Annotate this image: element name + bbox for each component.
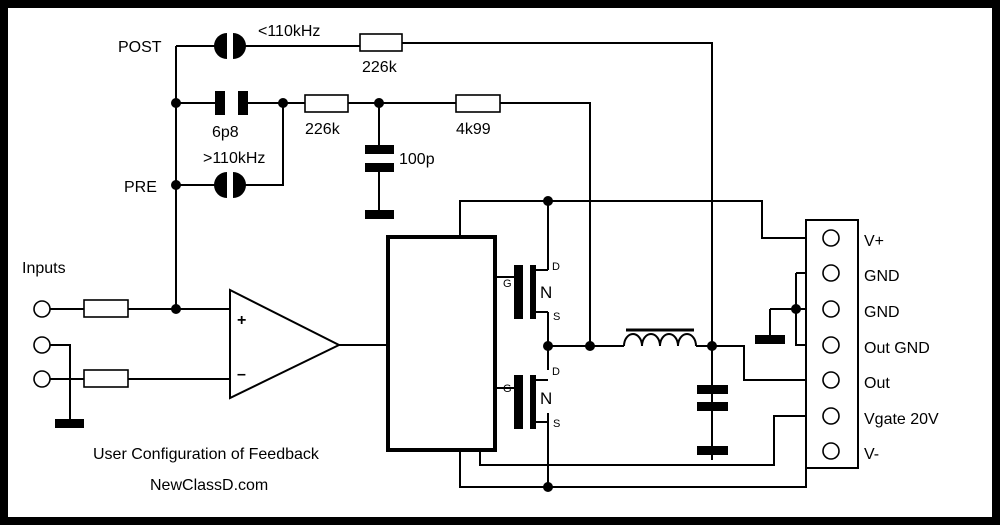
mosfet-bottom-drain-label: D [552,366,560,378]
ground-inputs [55,419,84,428]
ground-output-cap [697,446,728,455]
label-pre: PRE [124,179,157,196]
website: NewClassD.com [150,477,268,494]
connector-pins [822,229,840,460]
resistor-input-plus [83,299,129,318]
opamp-minus-sign: – [237,366,246,383]
mosfet-top-type-label: N [540,283,552,302]
resistor-input-minus [83,369,129,388]
output-connector [805,219,859,469]
input-wires [50,308,388,423]
connector-pin-v-minus [822,442,840,460]
ground-100p [365,210,394,219]
mosfet-top-drain-label: D [552,261,560,273]
label-cap-pre-value: 6p8 [212,124,239,141]
opamp-triangle [229,288,342,400]
input-terminal-2 [33,336,51,354]
connector-label-gnd-1: GND [864,268,900,285]
capacitor-post [214,33,246,59]
mosfet-bottom-type-label: N [540,389,552,408]
controller-block [386,235,497,452]
mosfet-top [495,265,548,319]
connector-label-out-gnd: Out GND [864,340,930,357]
input-terminal-1 [33,300,51,318]
opamp-plus-sign: + [237,312,246,329]
resistor-post-226k [359,33,403,52]
capacitor-pre [214,172,246,198]
capacitor-6p8 [215,91,248,115]
capacitor-100p [365,145,394,172]
label-r-pre: 226k [305,121,341,138]
mosfet-top-source-label: S [553,311,560,323]
connector-pin-gnd-2 [822,300,840,318]
feedback-wires [175,42,713,460]
resistor-4k99 [455,94,501,113]
connector-label-vgate: Vgate 20V [864,411,939,428]
connector-label-gnd-2: GND [864,304,900,321]
mosfet-bottom [495,375,548,429]
mosfet-bottom-gate-label: G [503,383,512,395]
inductor [623,333,697,347]
connector-label-v-minus: V- [864,446,879,463]
resistor-pre-226k [304,94,349,113]
capacitor-output [697,385,728,448]
ground-connector [755,335,785,344]
input-terminal-3 [33,370,51,388]
connector-label-out: Out [864,375,890,392]
connector-pin-out [822,371,840,389]
label-inputs: Inputs [22,260,66,277]
junction-dots [171,98,801,492]
connector-pin-gnd-1 [822,264,840,282]
mosfet-bottom-source-label: S [553,418,560,430]
mosfet-top-gate-label: G [503,278,512,290]
label-cap-pre-freq: >110kHz [203,150,265,167]
caption: User Configuration of Feedback [93,446,320,463]
connector-label-v-plus: V+ [864,233,884,250]
label-post: POST [118,39,162,56]
label-cap-post: <110kHz [258,23,320,40]
label-r-post: 226k [362,59,398,76]
connector-pin-v-plus [822,229,840,247]
connector-pin-out-gnd [822,336,840,354]
connector-pin-vgate [822,407,840,425]
label-cap-filter: 100p [399,151,435,168]
label-r-filter: 4k99 [456,121,491,138]
